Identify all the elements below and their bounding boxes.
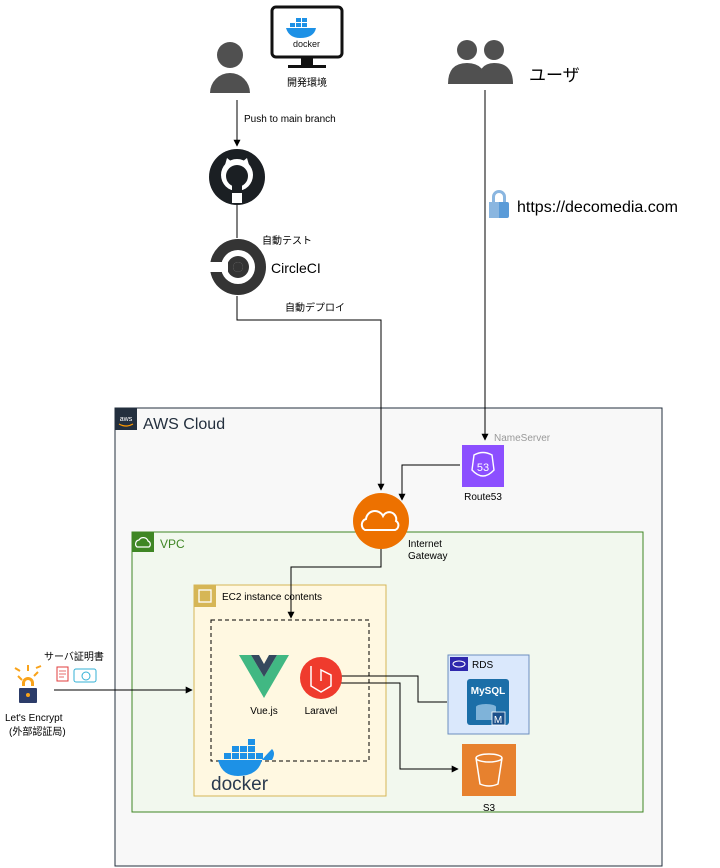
- laravel-rds-arrow: [335, 672, 447, 703]
- vpc-icon: [132, 532, 154, 552]
- ec2-label: EC2 instance contents: [222, 592, 322, 603]
- users-icon: [448, 40, 513, 84]
- svg-text:aws: aws: [120, 416, 133, 423]
- ec2-group: EC2 instance contents: [193, 584, 387, 797]
- deploy-arrow: [236, 296, 385, 491]
- letsencrypt-label-line1: Let's Encrypt: [5, 713, 63, 724]
- laravel-icon: [300, 657, 342, 699]
- docker-label: docker: [211, 774, 269, 795]
- user-label: ユーザ: [529, 66, 580, 85]
- rds-icon: [450, 657, 468, 671]
- igw-to-ec2-arrow: [287, 548, 382, 619]
- site-url: https://decomedia.com: [517, 199, 678, 216]
- badge-icon: [73, 668, 97, 683]
- lock-icon: [489, 190, 509, 218]
- route53-to-igw-arrow: [398, 464, 460, 501]
- igw-label-line1: Internet: [408, 539, 442, 550]
- circleci-label: CircleCI: [271, 260, 321, 276]
- vpc-label: VPC: [160, 537, 185, 551]
- connectors: [54, 90, 489, 773]
- mysql-text: MySQL: [471, 686, 505, 697]
- mysql-icon: MySQL M: [467, 679, 509, 726]
- letsencrypt-label-line2: (外部認証局): [9, 725, 66, 738]
- s3-label: S3: [483, 803, 496, 814]
- route53-icon: 53: [462, 445, 504, 487]
- certificate-icon: [56, 666, 69, 682]
- dev-env-label: 開発環境: [287, 76, 327, 89]
- docker-small-label: docker: [293, 39, 320, 49]
- aws-cloud-label: AWS Cloud: [143, 416, 225, 433]
- container-dashed-box: [210, 619, 370, 762]
- mysql-badge: M: [494, 715, 502, 726]
- auto-deploy-label: 自動デプロイ: [285, 301, 345, 314]
- nameserver-label: NameServer: [494, 433, 551, 444]
- igw-label-line2: Gateway: [408, 551, 447, 562]
- ec2-icon: [194, 585, 216, 607]
- letsencrypt-icon: [14, 665, 42, 703]
- push-label: Push to main branch: [244, 114, 336, 125]
- github-icon: [209, 149, 265, 205]
- vuejs-icon: [239, 655, 289, 698]
- laravel-s3-arrow: [332, 682, 459, 773]
- auto-test-label: 自動テスト: [262, 234, 312, 247]
- aws-logo-icon: aws: [115, 408, 137, 430]
- internet-gateway-icon: [353, 493, 409, 549]
- rds-group: RDS MySQL M: [447, 654, 530, 735]
- developer-icon: [210, 42, 250, 93]
- server-cert-label: サーバ証明書: [44, 650, 104, 663]
- vue-label: Vue.js: [250, 706, 277, 717]
- laravel-label: Laravel: [305, 706, 338, 717]
- monitor-docker-icon: docker: [270, 5, 344, 68]
- circleci-icon: [208, 239, 266, 295]
- rds-label: RDS: [472, 660, 493, 671]
- route53-label: Route53: [464, 492, 502, 503]
- route53-badge: 53: [477, 462, 489, 474]
- docker-icon: [218, 739, 274, 776]
- s3-icon: [462, 744, 516, 796]
